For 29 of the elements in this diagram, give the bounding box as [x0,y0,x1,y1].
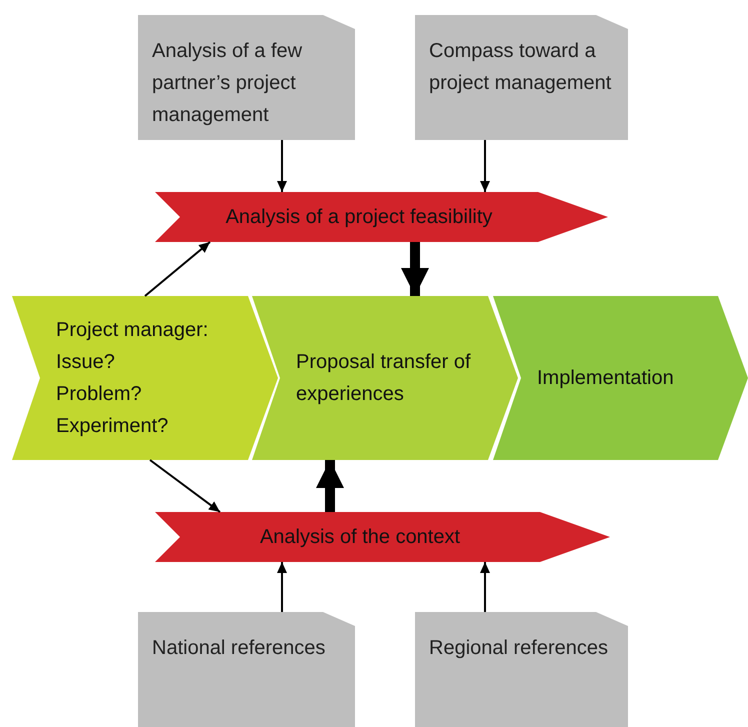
node-text: Problem? [56,382,142,407]
chevron-banner [155,512,610,562]
node-text: Analysis of a few partner’s project management [152,39,304,128]
node-text: Project manager: [56,318,208,343]
node-text: Analysis of the context [260,525,460,550]
document-shape [138,612,355,727]
node-text: Experiment? [56,414,168,439]
node-text: Proposal transfer of experiences [296,350,472,407]
chevron-step [252,296,518,460]
chevron-step [493,296,748,460]
arrow [144,241,211,297]
arrow [277,140,287,192]
arrow [401,242,429,296]
arrow [277,562,287,612]
arrow [149,459,221,513]
node-text: Analysis of a project feasibility [226,205,492,230]
arrow [480,562,490,612]
document-shape [415,612,628,727]
node-text: Issue? [56,350,115,375]
document-shape [415,15,628,140]
node-text: Regional references [429,636,608,661]
node-text: National references [152,636,326,661]
node-text: Compass toward a project management [429,39,612,96]
node-text: Implementation [537,366,674,391]
arrow [480,140,490,192]
chevron-banner [155,192,608,242]
arrow [316,460,344,512]
document-shape [138,15,355,140]
chevron-step [12,296,278,460]
